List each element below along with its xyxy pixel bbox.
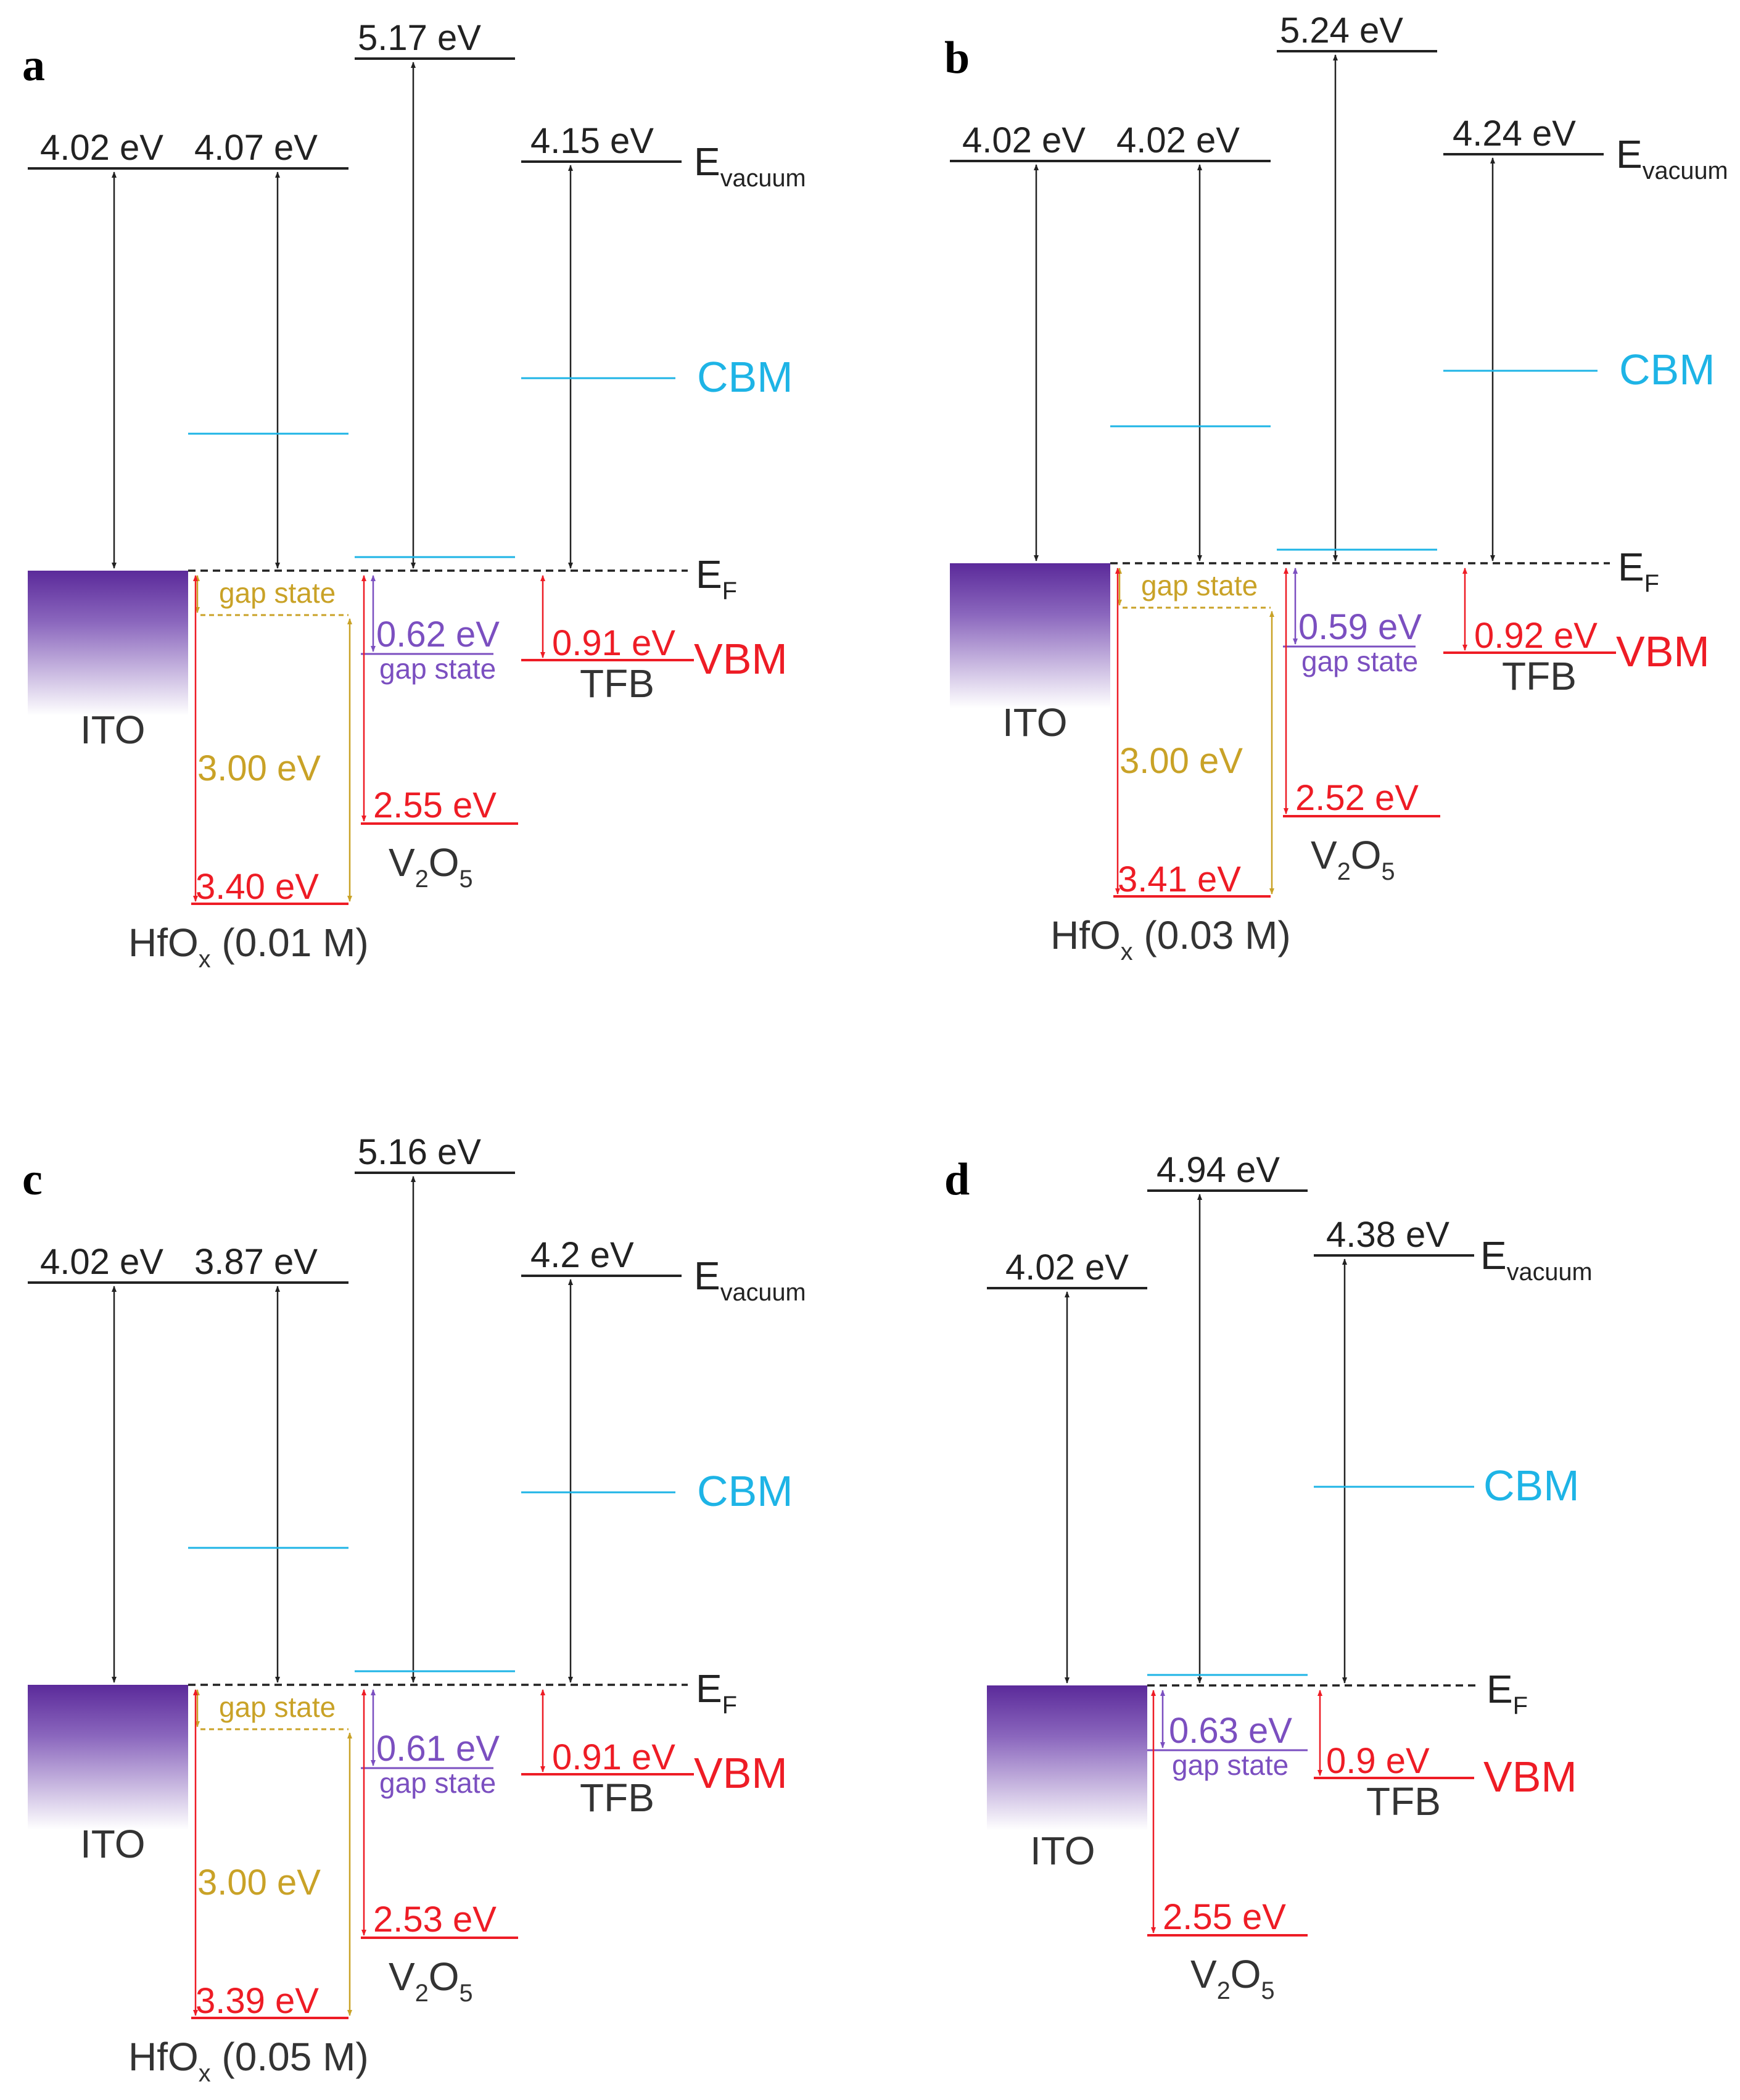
v2o5-gap-value: 0.59 eV — [1298, 607, 1422, 647]
ito-label: ITO — [1030, 1829, 1095, 1873]
ito-label: ITO — [1002, 700, 1068, 745]
ito-label: ITO — [80, 708, 146, 752]
vbm-label: VBM — [694, 635, 788, 683]
tfb-label: TFB — [1502, 654, 1577, 698]
v2o5-gap-value: 0.63 eV — [1169, 1711, 1292, 1751]
tfb-label: TFB — [580, 661, 654, 706]
hfo-label: HfOx (0.01 M) — [128, 920, 369, 973]
ito-block — [987, 1685, 1147, 1830]
hfo-label: HfOx (0.05 M) — [128, 2035, 369, 2087]
v2o5-gap-state-label: gap state — [379, 653, 496, 685]
v2o5-vbm-value: 2.55 eV — [373, 785, 497, 825]
cbm-label: CBM — [697, 1467, 793, 1515]
v2o5-gap-state-label: gap state — [379, 1767, 496, 1799]
v2o5-vbm-value: 2.55 eV — [1163, 1897, 1286, 1937]
tfb-work-function: 4.24 eV — [1453, 114, 1576, 154]
panel-letter: a — [22, 40, 45, 91]
tfb-work-function: 4.2 eV — [530, 1235, 634, 1275]
hfo-gap-state-label: gap state — [1141, 569, 1258, 601]
hfo-work-function: 4.02 eV — [1116, 120, 1240, 160]
cbm-label: CBM — [697, 353, 793, 401]
v2o5-gap-value: 0.62 eV — [376, 614, 500, 655]
hfo-gap-value: 3.00 eV — [1119, 741, 1243, 781]
panel-letter: d — [944, 1154, 970, 1205]
v2o5-label: V2O5 — [1311, 833, 1395, 885]
tfb-vbm-value: 0.91 eV — [552, 623, 675, 663]
ito-work-function: 4.02 eV — [40, 1242, 163, 1282]
tfb-work-function: 4.38 eV — [1326, 1215, 1449, 1255]
panel-letter: c — [22, 1154, 43, 1205]
cbm-label: CBM — [1619, 345, 1715, 394]
evacuum-label: Evacuum — [694, 1254, 806, 1306]
hfo-vbm-value: 3.39 eV — [196, 1981, 319, 2021]
tfb-label: TFB — [580, 1775, 654, 1820]
vbm-label: VBM — [694, 1749, 788, 1797]
ito-block — [950, 563, 1110, 708]
hfo-label: HfOx (0.03 M) — [1050, 913, 1291, 965]
v2o5-gap-state-label: gap state — [1301, 645, 1418, 677]
vbm-label: VBM — [1483, 1753, 1577, 1801]
v2o5-label: V2O5 — [389, 840, 473, 893]
ito-work-function: 4.02 eV — [1005, 1247, 1129, 1288]
v2o5-work-function: 5.16 eV — [358, 1132, 481, 1172]
cbm-label: CBM — [1483, 1461, 1580, 1510]
v2o5-work-function: 4.94 eV — [1157, 1150, 1280, 1190]
ef-label: EF — [1486, 1667, 1528, 1719]
ef-label: EF — [696, 1666, 737, 1719]
hfo-vbm-value: 3.41 eV — [1118, 859, 1241, 899]
ito-label: ITO — [80, 1822, 146, 1866]
tfb-label: TFB — [1366, 1779, 1441, 1824]
ito-work-function: 4.02 eV — [40, 128, 163, 168]
tfb-vbm-value: 0.92 eV — [1474, 616, 1598, 656]
vbm-label: VBM — [1616, 627, 1710, 676]
tfb-vbm-value: 0.9 eV — [1326, 1741, 1430, 1781]
hfo-gap-state-label: gap state — [219, 1691, 336, 1723]
tfb-vbm-value: 0.91 eV — [552, 1737, 675, 1777]
v2o5-label: V2O5 — [1190, 1952, 1275, 2004]
evacuum-label: Evacuum — [694, 139, 806, 192]
hfo-gap-state-label: gap state — [219, 577, 336, 609]
v2o5-work-function: 5.24 eV — [1280, 10, 1403, 51]
evacuum-label: Evacuum — [1616, 132, 1728, 184]
hfo-gap-value: 3.00 eV — [197, 1862, 321, 1903]
v2o5-gap-state-label: gap state — [1172, 1749, 1289, 1781]
v2o5-work-function: 5.17 eV — [358, 18, 481, 58]
v2o5-label: V2O5 — [389, 1954, 473, 2007]
ito-work-function: 4.02 eV — [962, 120, 1086, 160]
v2o5-vbm-value: 2.53 eV — [373, 1900, 497, 1940]
hfo-gap-value: 3.00 eV — [197, 748, 321, 788]
v2o5-vbm-value: 2.52 eV — [1295, 778, 1419, 818]
ef-label: EF — [696, 552, 737, 605]
hfo-work-function: 4.07 eV — [194, 128, 318, 168]
panel-letter: b — [944, 33, 970, 83]
hfo-work-function: 3.87 eV — [194, 1242, 318, 1282]
v2o5-gap-value: 0.61 eV — [376, 1729, 500, 1769]
ito-block — [28, 1685, 188, 1830]
ef-label: EF — [1618, 545, 1659, 597]
tfb-work-function: 4.15 eV — [530, 121, 654, 161]
ito-block — [28, 571, 188, 716]
hfo-vbm-value: 3.40 eV — [196, 867, 319, 907]
evacuum-label: Evacuum — [1480, 1233, 1593, 1286]
